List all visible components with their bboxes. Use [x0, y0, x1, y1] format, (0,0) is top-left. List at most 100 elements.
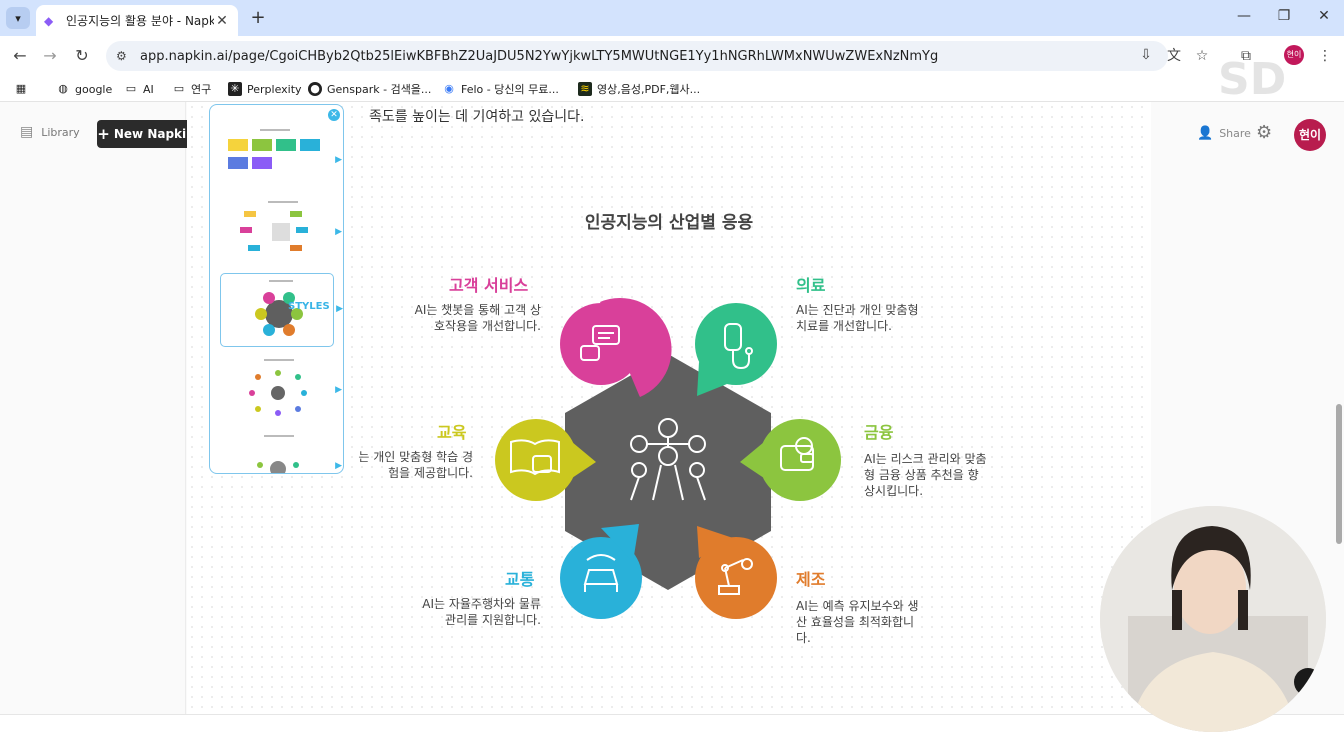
bookmark-label: 영상,음성,PDF,웹사... [597, 83, 701, 96]
forward-icon[interactable]: → [43, 46, 57, 65]
library-label: Library [41, 125, 80, 139]
bookmark-felo[interactable]: ◉ Felo - 당신의 무료... [442, 80, 559, 98]
bookmark-genspark[interactable]: ●Genspark - 검색을... [308, 80, 431, 98]
desc-line: 치료를 개선합니다. [796, 319, 892, 333]
vertical-scrollbar[interactable] [1336, 404, 1342, 544]
wallet-icon [780, 437, 814, 471]
industry-diagram[interactable] [187, 102, 1151, 714]
share-label: Share [1219, 127, 1251, 140]
close-icon[interactable]: ✕ [328, 109, 340, 121]
bookmark-label: google [75, 82, 113, 96]
folder-icon: ▭ [125, 82, 137, 95]
section-title-transport[interactable]: 교통 [505, 570, 535, 589]
new-napkin-button[interactable]: + New Napkin [97, 120, 195, 148]
section-desc-transport[interactable]: AI는 자율주행차와 물류 관리를 지원합니다. [381, 596, 541, 628]
folder-icon: ▭ [173, 82, 185, 95]
stethoscope-icon [724, 323, 753, 370]
bookmark-lilys[interactable]: ≋ 영상,음성,PDF,웹사... [578, 80, 700, 98]
section-title-education[interactable]: 교육 [437, 423, 467, 442]
paragraph-text: 족도를 높이는 데 기여하고 있습니다. [369, 109, 585, 125]
site-info-icon[interactable]: ⚙ [116, 49, 127, 63]
apply-arrow-icon[interactable]: ▶ [335, 227, 342, 237]
style-option-5[interactable]: ▶ [220, 431, 342, 473]
tab-title: 인공지능의 활용 분야 - Napkin [66, 14, 214, 28]
tab-close-icon[interactable]: ✕ [216, 12, 228, 29]
apps-grid-icon[interactable]: ▦ [15, 82, 27, 95]
section-title-medical[interactable]: 의료 [796, 276, 826, 295]
share-button[interactable]: 👤 Share [1197, 126, 1251, 141]
desc-line: 험을 제공합니다. [388, 466, 473, 480]
desc-line: AI는 챗봇을 통해 고객 상 [414, 303, 541, 317]
url-text[interactable]: app.napkin.ai/page/CgoiCHByb2Qtb25lEiwKB… [140, 48, 939, 64]
felo-icon: ◉ [444, 82, 454, 95]
perplexity-icon: ✳ [228, 82, 242, 96]
atomium-icon [630, 418, 706, 501]
desc-line: 는 개인 맞춤형 학습 경 [358, 450, 473, 464]
document-canvas[interactable]: 족도를 높이는 데 기여하고 있습니다. 인공지능의 산업별 응용 [187, 102, 1151, 714]
diagram-title[interactable]: 인공지능의 산업별 응용 [584, 213, 754, 233]
avatar[interactable]: 현이 [1294, 119, 1326, 151]
apply-arrow-icon[interactable]: ▶ [335, 155, 342, 165]
library-icon: ▤ [20, 124, 34, 140]
tab-search-button[interactable]: ▾ [6, 7, 30, 29]
segment-manufacturing [695, 526, 777, 619]
bookmark-google[interactable]: ◍google [56, 80, 112, 98]
style-option-4[interactable]: ▶ [220, 355, 342, 429]
chevron-down-icon: ▾ [15, 11, 21, 25]
extensions-icon[interactable]: ⧉ [1241, 48, 1251, 64]
section-desc-medical[interactable]: AI는 진단과 개인 맞춤형 치료를 개선합니다. [796, 302, 956, 334]
address-bar[interactable]: ⚙ app.napkin.ai/page/CgoiCHByb2Qtb25lEiw… [106, 41, 1168, 71]
window-close-icon[interactable]: ✕ [1318, 8, 1330, 24]
napkin-favicon-icon: ◆ [44, 13, 54, 28]
bookmark-label: AI [143, 82, 154, 96]
plus-icon: + [97, 125, 110, 143]
lilys-icon: ≋ [578, 82, 592, 96]
genspark-icon: ● [308, 82, 322, 96]
car-icon [583, 554, 619, 592]
section-title-manufacturing[interactable]: 제조 [796, 570, 826, 589]
section-desc-manufacturing[interactable]: AI는 예측 유지보수와 생 산 효율성을 최적화합니 다. [796, 598, 956, 646]
profile-avatar[interactable]: 현이 [1284, 45, 1304, 65]
style-option-3-selected[interactable]: ▶ [220, 273, 343, 347]
bookmark-star-icon[interactable]: ☆ [1195, 48, 1209, 64]
minimize-icon[interactable]: — [1237, 8, 1251, 24]
channel-watermark-icon: SD [1218, 54, 1287, 105]
library-link[interactable]: ▤ Library [20, 124, 80, 140]
style-option-1[interactable]: ▶ [220, 125, 342, 199]
segment-customer-service [560, 297, 672, 397]
install-app-icon[interactable]: ⇩ [1140, 47, 1152, 63]
gear-icon[interactable]: ⚙ [1256, 122, 1273, 143]
share-user-icon: 👤 [1197, 126, 1214, 141]
translate-icon[interactable]: 文 [1167, 48, 1181, 64]
chatbot-icon [580, 325, 620, 361]
napkin-app: ▤ Library + New Napkin 족도를 높이는 데 기여하고 있습… [0, 102, 1344, 756]
style-option-2[interactable]: ▶ [220, 197, 342, 271]
webcam-overlay [1100, 506, 1326, 732]
browser-menu-icon[interactable]: ⋮ [1318, 48, 1332, 64]
section-desc-finance[interactable]: AI는 리스크 관리와 맞춤 형 금융 상품 추천을 향 상시킵니다. [864, 451, 1024, 499]
desc-line: AI는 예측 유지보수와 생 [796, 599, 919, 613]
apply-arrow-icon[interactable]: ▶ [335, 385, 342, 395]
bookmark-label: 연구 [191, 83, 212, 96]
segment-education [495, 419, 596, 501]
section-desc-education[interactable]: 는 개인 맞춤형 학습 경 험을 제공합니다. [313, 449, 473, 481]
apply-arrow-icon[interactable]: ▶ [335, 461, 342, 471]
reload-icon[interactable]: ↻ [75, 46, 89, 65]
tab-strip: ▾ ◆ 인공지능의 활용 분야 - Napkin ✕ + — ❐ ✕ [0, 0, 1344, 36]
style-picker-panel: ✕ ▶ ▶ [209, 104, 344, 474]
desc-line: AI는 리스크 관리와 맞춤 [864, 452, 987, 466]
styles-hover-label: STYLES [288, 301, 330, 312]
section-desc-customer-service[interactable]: AI는 챗봇을 통해 고객 상 호작용을 개선합니다. [385, 302, 541, 334]
new-tab-button[interactable]: + [250, 7, 266, 28]
section-title-customer-service[interactable]: 고객 서비스 [449, 276, 529, 295]
active-tab[interactable]: ◆ 인공지능의 활용 분야 - Napkin ✕ [36, 5, 238, 36]
apply-arrow-icon[interactable]: ▶ [336, 304, 343, 314]
bookmark-perplexity[interactable]: ✳Perplexity [228, 80, 302, 98]
bookmark-folder-ai[interactable]: ▭ AI [124, 80, 154, 98]
section-title-finance[interactable]: 금융 [864, 423, 894, 442]
restore-icon[interactable]: ❐ [1277, 8, 1291, 24]
left-sidebar: ▤ Library + New Napkin [0, 102, 195, 714]
bookmark-label: Felo - 당신의 무료... [461, 83, 559, 96]
bookmark-folder-research[interactable]: ▭ 연구 [172, 80, 211, 98]
back-icon[interactable]: ← [13, 46, 27, 65]
